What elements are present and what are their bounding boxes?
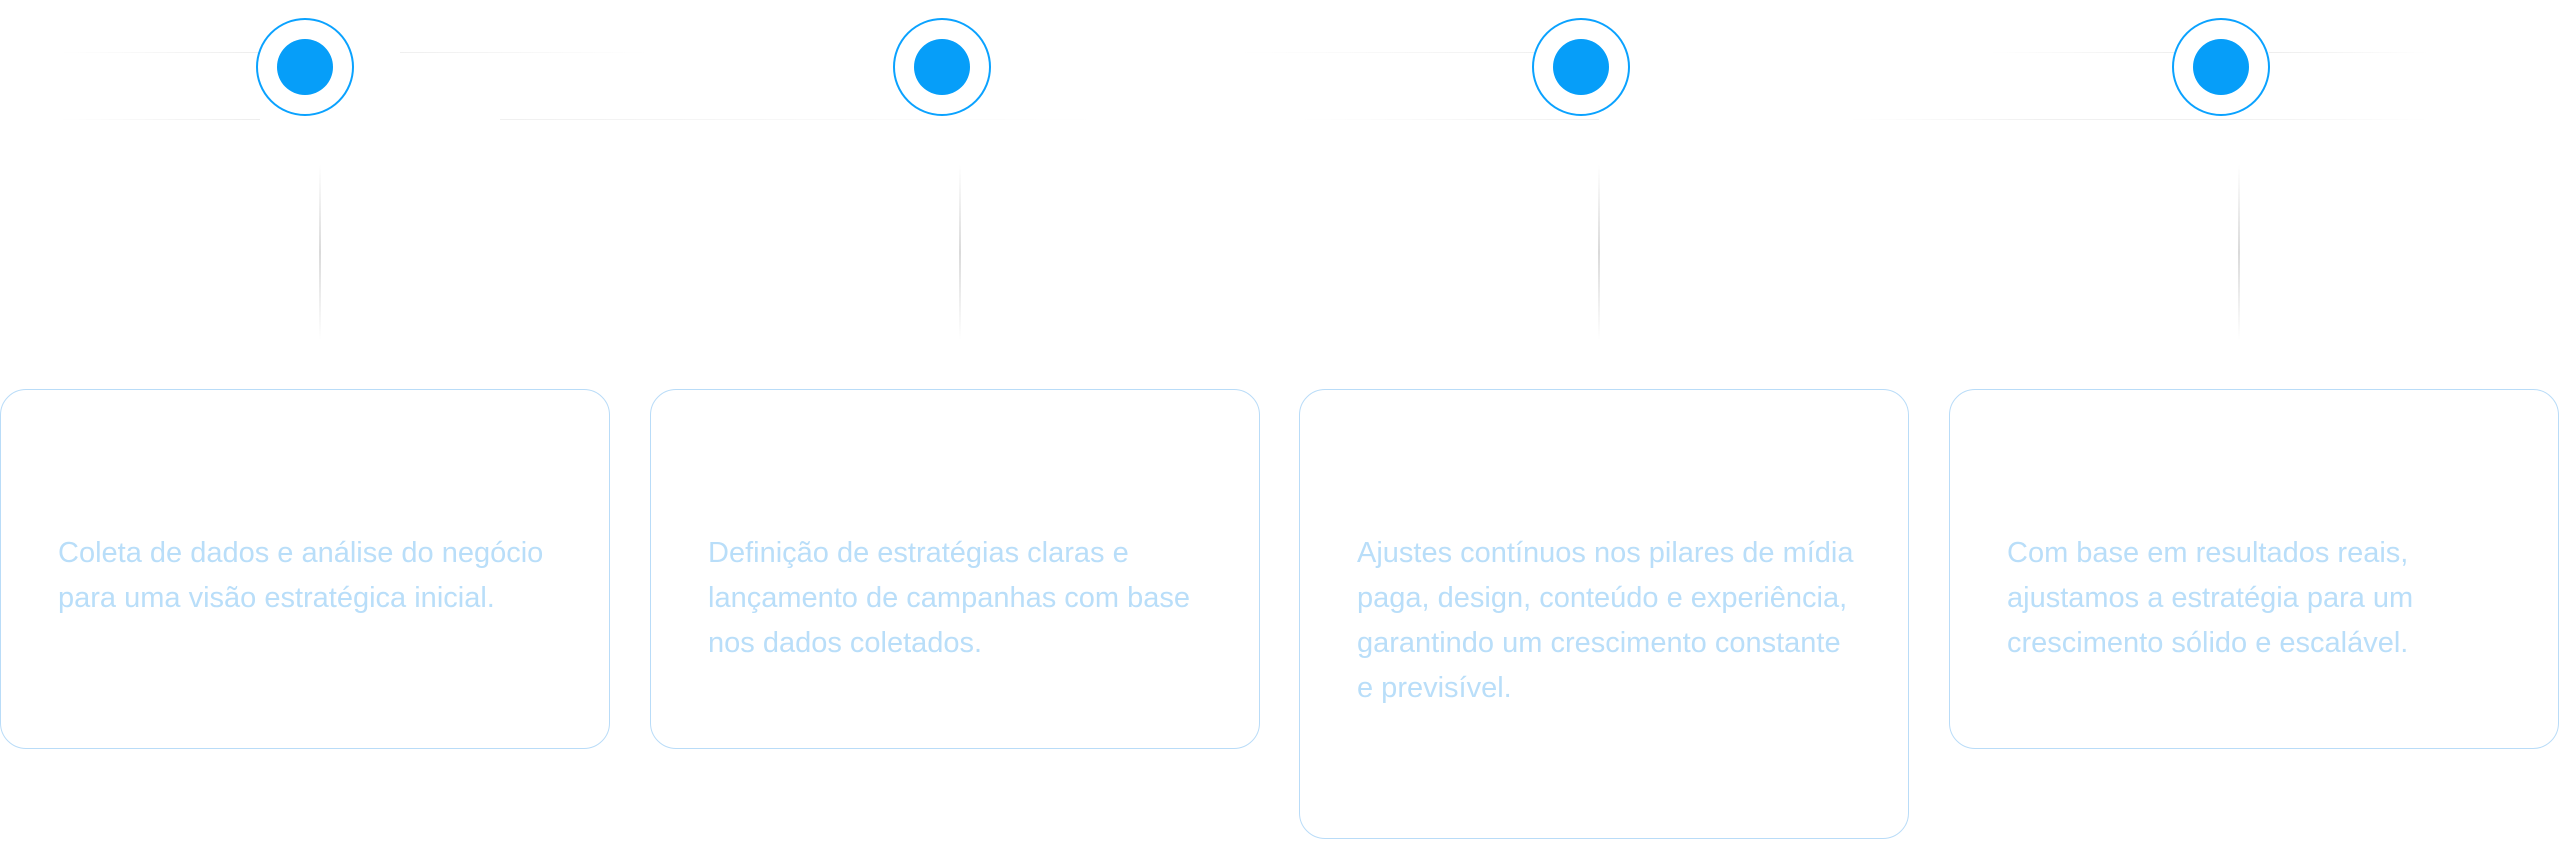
timeline-step-1: Coleta de dados e análise do negócio par… [0, 0, 610, 841]
timeline-line [400, 52, 650, 53]
timeline-line [1989, 52, 2189, 53]
step-connector-line [959, 165, 961, 340]
timeline-step-3: Ajustes contínuos nos pilares de mídia p… [1239, 0, 1909, 841]
timeline-line [2269, 52, 2429, 53]
step-marker-ring [2172, 18, 2270, 116]
step-card: Ajustes contínuos nos pilares de mídia p… [1299, 389, 1909, 839]
step-card: Com base em resultados reais, ajustamos … [1949, 389, 2559, 749]
step-description: Com base em resultados reais, ajustamos … [2007, 537, 2414, 659]
circle-dot-icon [914, 39, 970, 95]
timeline-line [60, 119, 260, 120]
step-description: Coleta de dados e análise do negócio par… [58, 537, 544, 614]
timeline-step-2: Definição de estratégias claras e lançam… [400, 0, 1260, 841]
timeline-line [60, 52, 260, 53]
step-connector-line [319, 165, 321, 340]
circle-dot-icon [277, 39, 333, 95]
timeline-step-4: Com base em resultados reais, ajustamos … [1849, 0, 2559, 841]
step-description: Ajustes contínuos nos pilares de mídia p… [1357, 537, 1854, 704]
circle-dot-icon [2193, 39, 2249, 95]
step-connector-line [2238, 165, 2240, 340]
step-card: Definição de estratégias claras e lançam… [650, 389, 1260, 749]
timeline-line [1849, 119, 2429, 120]
circle-dot-icon [1553, 39, 1609, 95]
step-marker-ring [256, 18, 354, 116]
timeline-line [500, 119, 1100, 120]
step-card: Coleta de dados e análise do negócio par… [0, 389, 610, 749]
step-marker-ring [1532, 18, 1630, 116]
step-marker-ring [893, 18, 991, 116]
timeline-line [1299, 119, 1599, 120]
step-description: Definição de estratégias claras e lançam… [708, 537, 1191, 659]
step-connector-line [1598, 165, 1600, 340]
timeline-line [1239, 52, 1539, 53]
